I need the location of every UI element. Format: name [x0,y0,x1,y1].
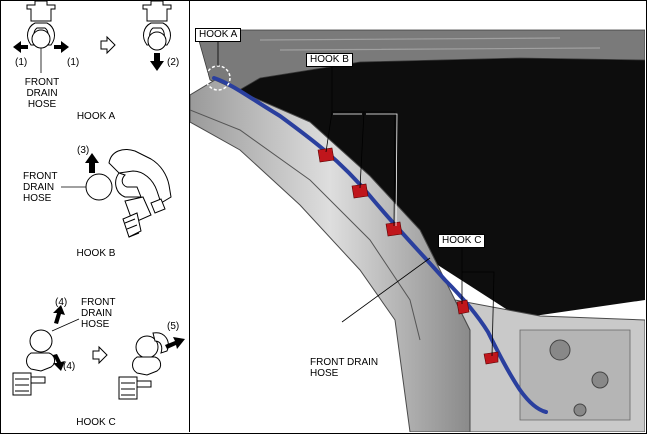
hook-a-clip-1 [26,1,56,49]
pillar-crease [190,109,421,341]
hook-a-step-right-label: (1) [67,57,80,68]
vehicle-drawing [190,29,645,432]
detail-drawings [12,1,185,400]
hook-a-arrow-down [150,53,164,71]
hook-a-next-arrow [100,35,116,55]
hook-c-leaders [461,248,495,357]
vehicle-view-panel [190,1,645,432]
hook-c-arrow-up [53,305,65,324]
hook-b-arrow-up [85,153,99,173]
cabin-opening [236,40,645,318]
dash-hole-2 [591,371,609,389]
hook-b-hose-label: FRONT DRAIN HOSE [23,171,58,204]
left-detail-panel: (1) (1) (2) FRONT DRAIN HOSE HOOK A (3) … [1,1,190,432]
hook-a-clip-2 [142,1,172,51]
hook-a-hose-label: FRONT DRAIN HOSE [24,77,60,110]
hook-a-arrow-left [13,41,28,53]
dash-hole-3 [573,403,587,417]
hook-c-step-down-label: (4) [63,361,76,372]
hook-b-leaders [325,66,398,227]
hook-c-arrow-right [165,337,185,349]
hook-b-clip-3 [385,221,403,237]
hook-b-clip-2 [351,183,369,199]
hook-c-clip-2 [118,332,169,400]
hook-a-tag: HOOK A [195,28,242,42]
hook-c-clip-1 [12,329,56,396]
hook-c-hose-leader [51,318,80,332]
hook-c-step-right-label: (5) [167,321,180,332]
hook-c-step-up-label: (4) [55,297,68,308]
hook-c-title: HOOK C [76,417,116,428]
hose-label-leader [341,257,431,323]
right-hose-label: FRONT DRAIN HOSE [310,357,379,379]
hook-a-step-down-label: (2) [167,57,180,68]
roof-ribs [259,37,601,51]
dash-hole-1 [549,339,571,361]
hook-c-hose-label: FRONT DRAIN HOSE [81,297,116,330]
hook-b-clip-1 [317,147,335,163]
hook-c-arrow-down [53,354,65,371]
hook-b-step-up-label: (3) [77,145,90,156]
hook-c-clip-1 [456,299,470,315]
hook-a-title: HOOK A [76,111,116,122]
hook-b-hose [85,173,113,201]
front-drain-hose [212,76,548,414]
hook-c-clip-2 [483,351,499,365]
hook-a-step-left-label: (1) [15,57,28,68]
hook-a-arrow-right [54,41,69,53]
hook-b-clip [108,149,172,238]
hook-c-next-arrow [92,345,108,365]
hook-c-tag: HOOK C [438,234,486,248]
hook-b-tag: HOOK B [306,53,353,67]
hook-b-title: HOOK B [76,248,116,259]
